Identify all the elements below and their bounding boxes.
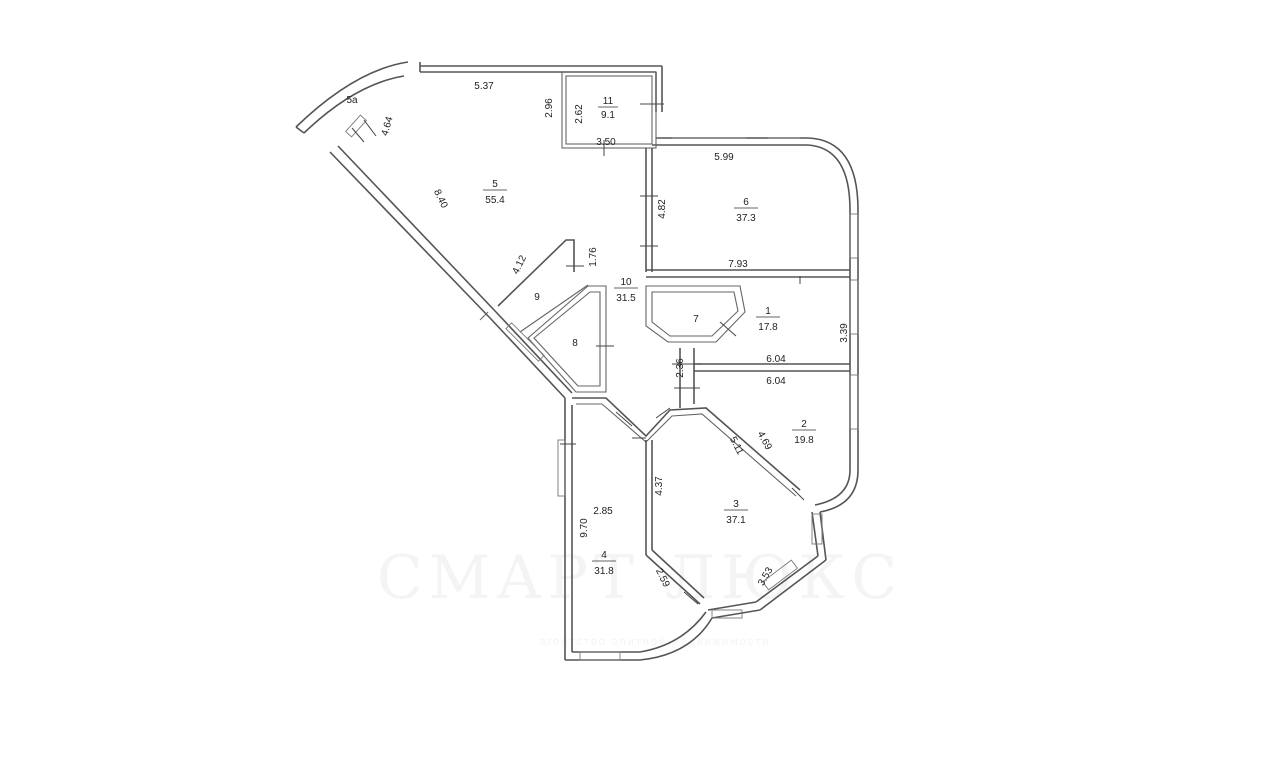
dim-3-50: 3.50 (596, 137, 616, 148)
internal-walls (497, 71, 850, 605)
dim-5-37: 5.37 (474, 81, 494, 92)
dim-8-40: 8.40 (431, 188, 450, 211)
dim-2-62: 2.62 (574, 104, 585, 124)
room-6-area: 37.3 (736, 213, 756, 224)
dim-4-69: 4.69 (755, 430, 774, 453)
dim-6-04-b: 6.04 (766, 376, 786, 387)
dim-4-37: 4.37 (654, 476, 665, 496)
dimension-labels: 5.37 2.96 2.62 3.50 4.64 8.40 5.99 4.82 … (380, 81, 850, 589)
windows (345, 114, 859, 661)
dim-3-39: 3.39 (839, 323, 850, 343)
watermark-sub: агентство элитной недвижимости (539, 636, 770, 648)
room-11-area: 9.1 (601, 110, 615, 121)
room-7-number: 7 (693, 314, 699, 325)
room-9-number: 9 (534, 292, 540, 303)
room-1-number: 1 (765, 306, 771, 317)
room-5-area: 55.4 (485, 195, 505, 206)
room-3-area: 37.1 (726, 515, 746, 526)
room-4-number: 4 (601, 550, 607, 561)
room-10-area: 31.5 (616, 293, 636, 304)
dim-5-99: 5.99 (714, 152, 734, 163)
room-11-number: 11 (603, 96, 614, 107)
room-4-area: 31.8 (594, 566, 614, 577)
dim-5-11: 5.11 (727, 435, 746, 457)
room-5-number: 5 (492, 179, 498, 190)
dim-7-93: 7.93 (728, 259, 748, 270)
dim-9-70: 9.70 (579, 518, 590, 538)
room-2-area: 19.8 (794, 435, 814, 446)
room-5a-number: 5a (346, 95, 358, 106)
dim-6-04-a: 6.04 (766, 354, 786, 365)
dim-4-64: 4.64 (380, 115, 396, 137)
room-8-number: 8 (572, 338, 578, 349)
dim-2-96: 2.96 (544, 98, 555, 118)
watermark-main: СМАРТ ЛЮКС (377, 543, 903, 613)
room-3-number: 3 (733, 499, 739, 510)
dim-2-36: 2.36 (675, 358, 686, 378)
dim-4-82: 4.82 (657, 199, 668, 219)
room-1-area: 17.8 (758, 322, 778, 333)
door-marks (351, 103, 805, 605)
dim-1-76: 1.76 (588, 247, 599, 267)
room-6-number: 6 (743, 197, 749, 208)
dim-2-85: 2.85 (593, 506, 613, 517)
dim-4-12: 4.12 (511, 253, 530, 276)
room-labels: 5a 11 9.1 5 55.4 6 37.3 10 31.5 9 7 1 17… (346, 95, 816, 577)
room-10-number: 10 (620, 277, 632, 288)
room-2-number: 2 (801, 419, 807, 430)
